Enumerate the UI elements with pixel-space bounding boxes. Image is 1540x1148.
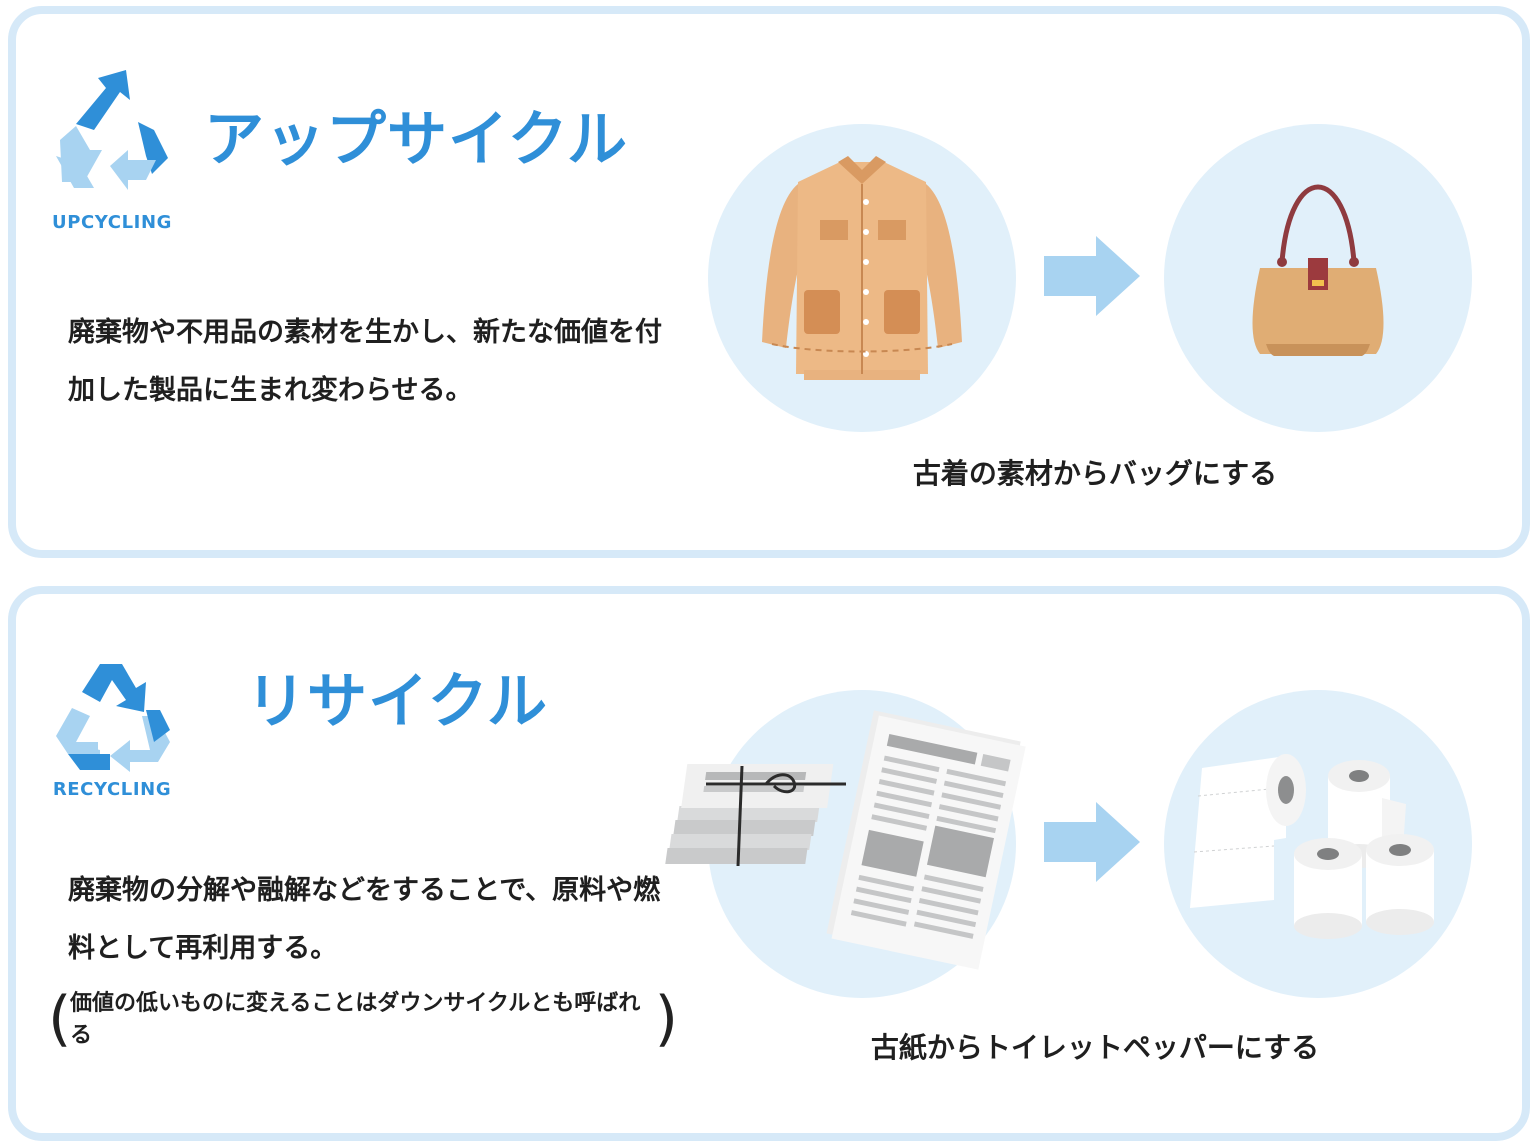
recycle-up-icon (56, 70, 168, 190)
downcycle-note: ( 価値の低いものに変えることはダウンサイクルとも呼ばれる ) (48, 984, 678, 1058)
toilet-paper-icon (1164, 690, 1472, 998)
upcycling-caption: 古着の素材からバッグにする (912, 457, 1278, 490)
recycling-description: 廃棄物の分解や融解などをすることで、原料や燃料として再利用する。 (68, 875, 661, 964)
close-paren: ) (654, 984, 678, 1054)
handbag-icon (1164, 124, 1472, 432)
arrow-right-icon (1044, 236, 1140, 316)
newspaper-icon (665, 690, 1026, 998)
upcycling-label: UPCYCLING (51, 212, 173, 233)
arrow-right-icon (1044, 802, 1140, 882)
upcycling-title: アップサイクル (204, 105, 628, 175)
recycle-icon (56, 664, 170, 772)
recycling-label: RECYCLING (52, 779, 172, 800)
jacket-icon (708, 124, 1016, 432)
open-paren: ( (48, 984, 72, 1054)
recycling-caption: 古紙からトイレットペッパーにする (870, 1031, 1320, 1064)
downcycle-note-text: 価値の低いものに変えることはダウンサイクルとも呼ばれる (70, 991, 641, 1048)
upcycling-description: 廃棄物や不用品の素材を生かし、新たな価値を付加した製品に生まれ変わらせる。 (68, 317, 662, 406)
recycling-title: リサイクル (246, 667, 548, 737)
